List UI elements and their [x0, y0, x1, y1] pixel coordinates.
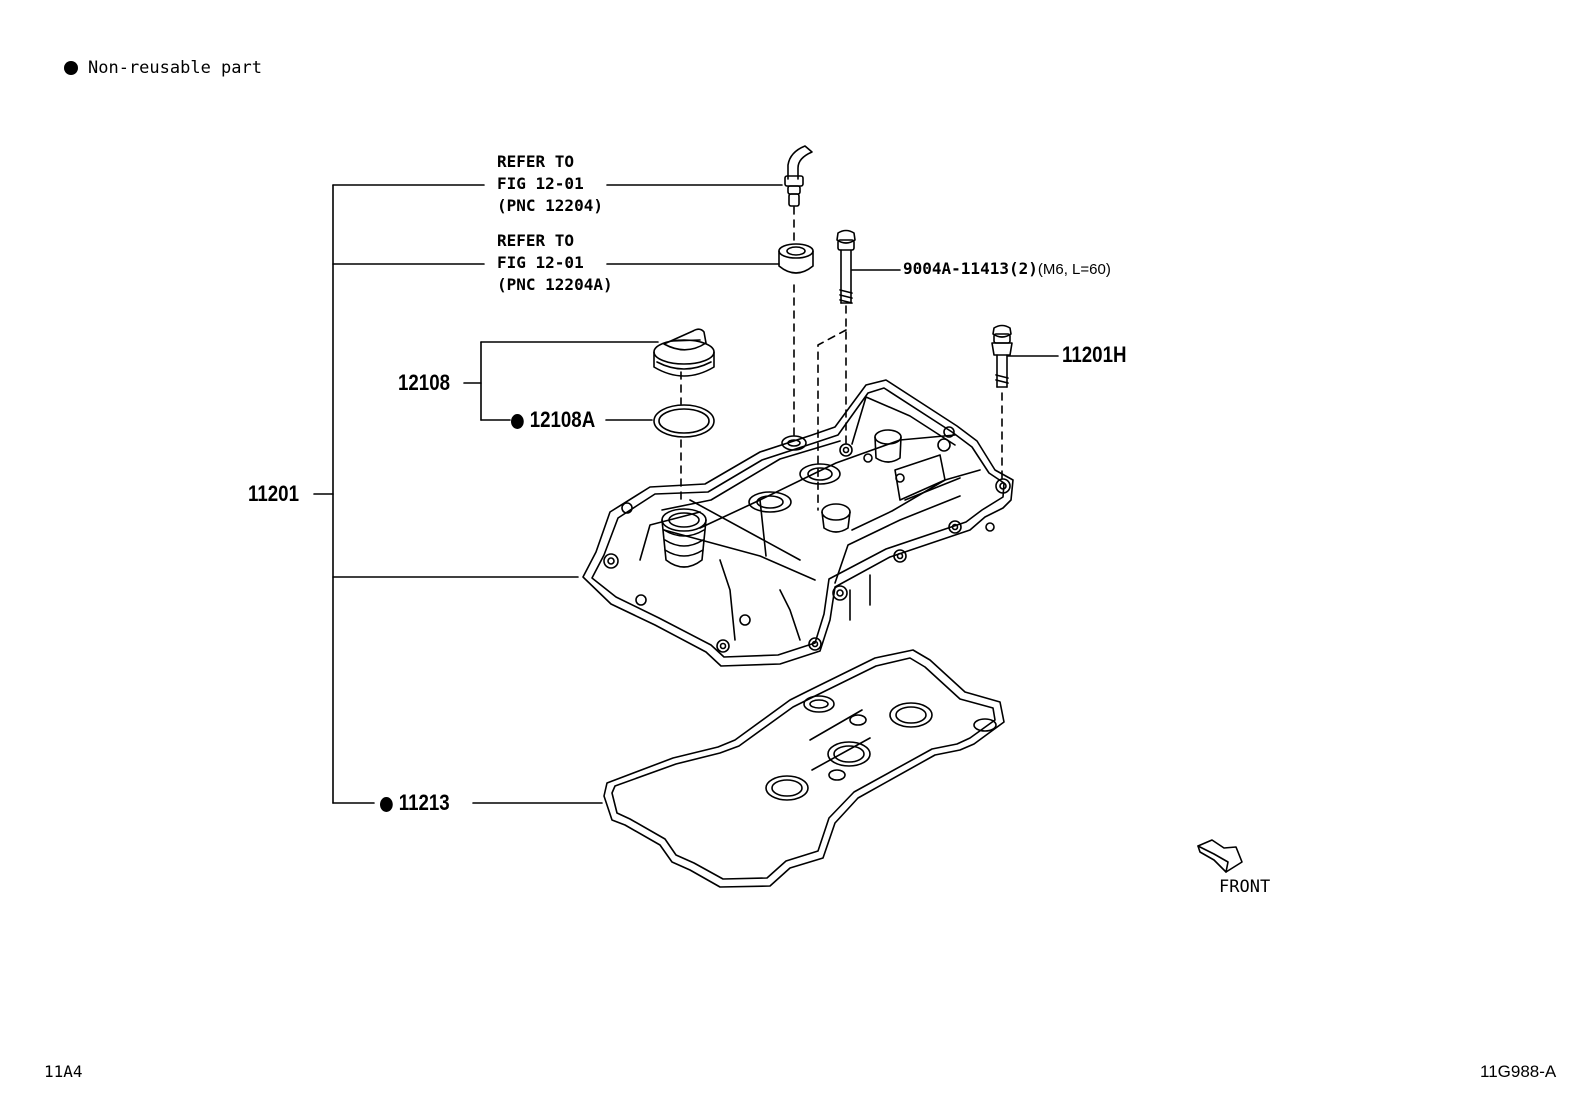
refer-line: FIG 12-01 [497, 253, 584, 272]
footer-left-code: 11A4 [44, 1062, 83, 1081]
bracket-12108-leaders [463, 341, 659, 421]
cylinder-head-cover-icon [582, 379, 1014, 667]
callout-11213: 11213 [380, 790, 450, 816]
legend-text: Non-reusable part [88, 58, 262, 78]
non-reusable-marker-icon [380, 796, 393, 812]
bolt-9004A-icon [836, 229, 856, 304]
part-number-11201H: 11201H [1062, 342, 1127, 367]
non-reusable-marker-icon [511, 413, 524, 429]
part-number-9004A: 9004A-11413(2) [903, 259, 1038, 278]
front-arrow-icon [1197, 839, 1243, 873]
refer-line: (PNC 12204) [497, 196, 603, 215]
part-number-11201: 11201 [248, 481, 299, 506]
callout-12108A: 12108A [511, 407, 595, 433]
refer-line: FIG 12-01 [497, 174, 584, 193]
refer-line: (PNC 12204A) [497, 275, 613, 294]
bracket-11201-leaders [313, 184, 783, 804]
oil-filler-cap-icon [653, 328, 715, 377]
o-ring-icon [653, 404, 715, 438]
filled-circle-icon [64, 61, 78, 75]
part-number-12108A: 12108A [529, 407, 596, 432]
grommet-icon [778, 243, 814, 274]
front-label: FRONT [1219, 877, 1271, 897]
footer-right-code: 11G988-A [1480, 1062, 1557, 1081]
refer-callout-12204: REFER TO FIG 12-01 (PNC 12204) [497, 151, 603, 217]
part-number-12108: 12108 [398, 370, 451, 395]
breather-hose-fitting-icon [784, 145, 813, 207]
refer-callout-12204A: REFER TO FIG 12-01 (PNC 12204A) [497, 230, 613, 296]
callout-9004A: 9004A-11413(2)(M6, L=60) [903, 259, 1111, 278]
cover-gasket-icon [603, 649, 1005, 888]
refer-line: REFER TO [497, 152, 575, 171]
bolt-spec: (M6, L=60) [1037, 261, 1111, 278]
legend: Non-reusable part [64, 58, 262, 78]
refer-line: REFER TO [497, 231, 575, 250]
part-number-11213: 11213 [398, 790, 450, 815]
bolt-11201H-icon [991, 324, 1013, 388]
